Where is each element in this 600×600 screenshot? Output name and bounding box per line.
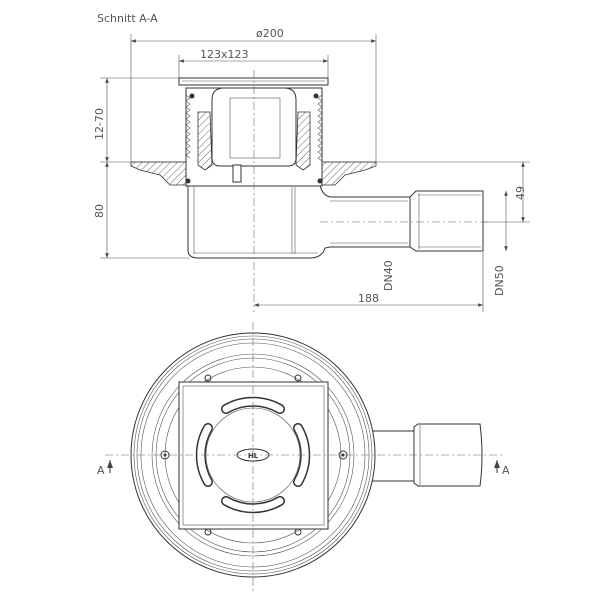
odour-trap [211,87,297,167]
dim-diameter: ø200 [256,27,284,40]
dim-outlet-offset: 49 [514,186,527,200]
section-view: ø200 123x123 12-70 80 49 DN40 DN50 188 [93,27,530,312]
drain-body [187,184,411,259]
dim-dn50: DN50 [493,265,506,296]
section-title: Schnitt A-A [97,12,158,25]
dim-body-height: 80 [93,204,106,218]
dim-dn40: DN40 [382,260,395,291]
flange-left [130,161,187,186]
section-mark-left: A [97,464,105,477]
dim-outlet-length: 188 [358,292,379,305]
dim-height-adjust: 12-70 [93,108,106,140]
flange-right [321,161,377,186]
dim-grate: 123x123 [200,48,249,61]
grate-section [178,77,329,86]
outlet-pipe-top [371,430,415,482]
top-view: HL A A [97,322,510,592]
section-mark-right: A [502,464,510,477]
outlet-sleeve [409,190,484,252]
